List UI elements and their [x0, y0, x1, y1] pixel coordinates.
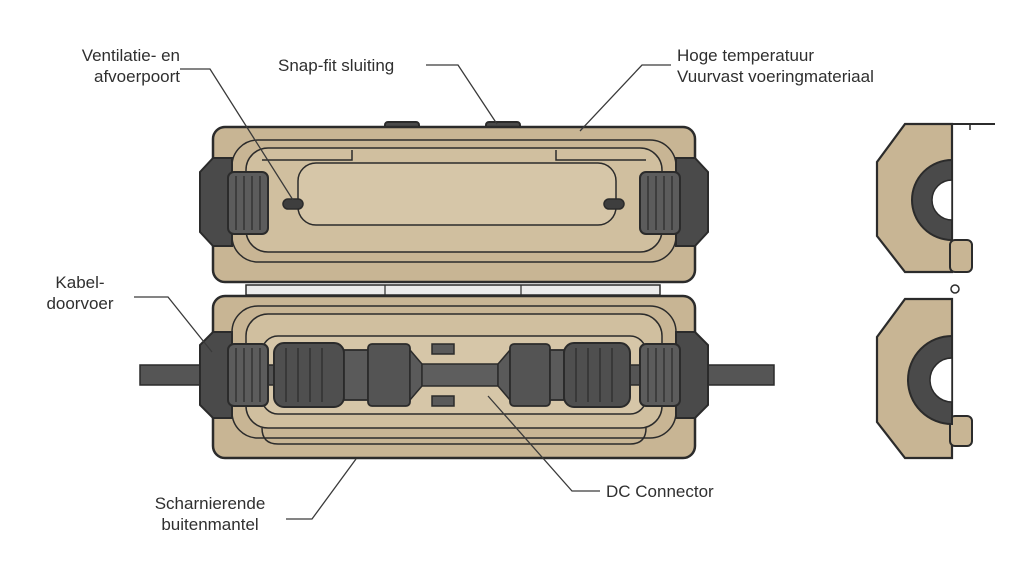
top-gland-right: [639, 157, 709, 247]
connector-latch-top: [431, 343, 455, 355]
side-view-bottom-hole: [929, 357, 953, 403]
vent-port-right: [603, 198, 625, 210]
connector-latch-bottom: [431, 395, 455, 407]
connector-nut-right: [563, 342, 631, 408]
side-view-top-tab: [949, 239, 973, 273]
connector-nut-left: [273, 342, 345, 408]
bottom-base: [139, 294, 775, 460]
bottom-rim-lower: [261, 427, 647, 445]
connector-body-left: [343, 349, 369, 401]
leader-hightemp: [579, 64, 671, 132]
label-cable-entry: Kabel- doorvoer: [30, 272, 130, 314]
label-cable-line2: doorvoer: [46, 294, 114, 313]
side-view-bottom-tab: [949, 415, 973, 447]
dc-connector: [273, 342, 631, 408]
leader-cable: [134, 296, 213, 353]
top-gland-left: [199, 157, 269, 247]
bottom-gland-left: [199, 331, 269, 419]
bottom-gland-right: [639, 331, 709, 419]
top-cover: [199, 121, 709, 284]
connector-housing-left: [367, 343, 411, 407]
leader-dc: [487, 395, 600, 492]
connector-housing-right: [509, 343, 551, 407]
side-view-hinge-pin: [950, 284, 960, 294]
label-dc-connector: DC Connector: [606, 481, 714, 502]
connector-pin: [421, 363, 499, 387]
top-lining-panel: [297, 162, 617, 226]
leader-snap: [426, 64, 498, 125]
label-hinge-line1: Scharnierende: [154, 494, 266, 513]
side-view: [875, 122, 995, 460]
leader-lines: [134, 64, 671, 520]
leader-vent: [180, 68, 294, 201]
hinge-strip: [245, 284, 661, 296]
side-view-top-hole: [931, 179, 953, 221]
label-snap-line1: Snap-fit sluiting: [278, 56, 395, 75]
label-vent-line1: Ventilatie- en: [81, 46, 180, 65]
connector-body-right: [549, 349, 565, 401]
label-vent-port: Ventilatie- en afvoerpoort: [40, 45, 180, 87]
label-hinged-shell: Scharnierende buitenmantel: [140, 493, 280, 535]
label-vent-line2: afvoerpoort: [94, 67, 180, 86]
label-snap-fit: Snap-fit sluiting: [278, 55, 394, 76]
label-cable-line1: Kabel-: [55, 273, 105, 292]
vent-port-left: [282, 198, 304, 210]
leader-hinge: [286, 458, 357, 520]
label-hightemp-line2: Vuurvast voeringmateriaal: [677, 67, 874, 86]
label-hightemp-line1: Hoge temperatuur: [677, 46, 815, 65]
label-high-temp: Hoge temperatuur Vuurvast voeringmateria…: [677, 45, 874, 87]
label-hinge-line2: buitenmantel: [161, 515, 259, 534]
top-rim-step-left: [262, 150, 353, 161]
label-dc-line1: DC Connector: [606, 482, 714, 501]
top-rim-step-right: [555, 150, 646, 161]
